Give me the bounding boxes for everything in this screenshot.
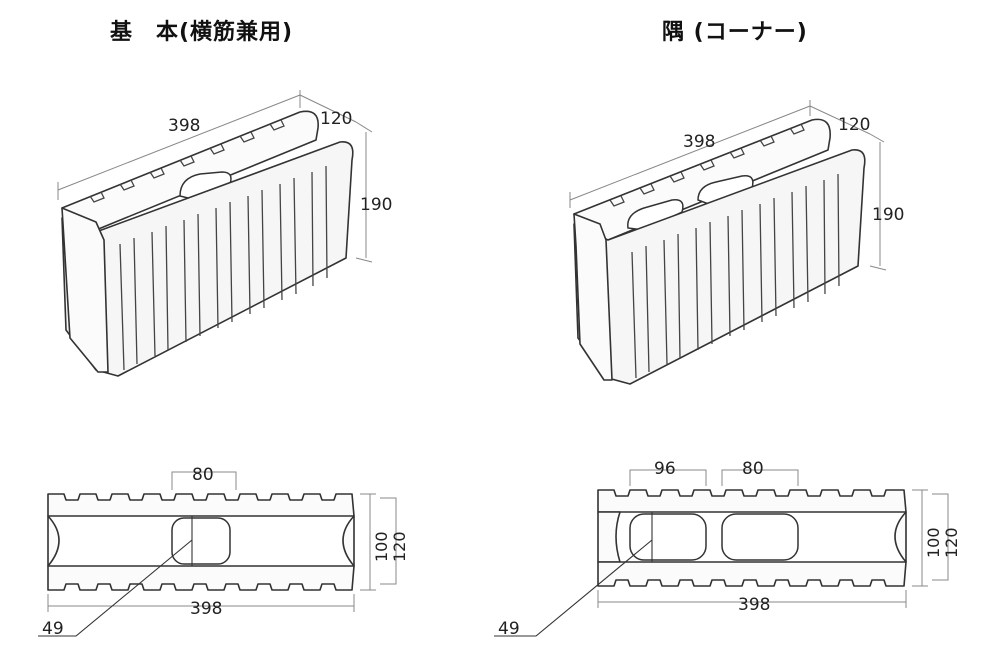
basic-block-plan: 80 398 49 100 120: [38, 465, 409, 639]
basic-block-iso: 398 120 190: [57, 90, 392, 377]
dim-web-gap-label: 80: [742, 459, 764, 479]
dim-line: [380, 497, 397, 585]
dim-line: [57, 94, 301, 191]
corner-block-iso: 398 120 190: [569, 100, 904, 385]
title-basic: 基 本(横筋兼用): [110, 20, 294, 45]
dim-line: [629, 469, 707, 486]
dim-line: [355, 257, 373, 263]
dim-length-label: 398: [190, 599, 222, 619]
plan-left-solid-end: [597, 511, 621, 563]
dim-line: [171, 471, 237, 490]
dim-end-gap-label: 96: [654, 459, 676, 479]
dim-hole-label: 49: [42, 619, 64, 639]
dim-line: [932, 493, 949, 581]
dim-line: [721, 469, 799, 486]
end-opening: [627, 199, 684, 231]
dim-inner-width-label: 100: [924, 527, 943, 558]
corner-block-plan: 96 80 398 49 100 120: [494, 459, 961, 639]
dim-web-gap-label: 80: [192, 465, 214, 485]
plan-end-opening: [629, 513, 707, 561]
back-notches: [609, 123, 805, 207]
dim-height-label: 190: [872, 205, 904, 225]
plan-right-end: [342, 515, 355, 567]
dim-line: [569, 105, 811, 201]
dim-length-label: 398: [168, 116, 200, 136]
dim-width-label: 120: [320, 109, 352, 129]
dim-hole-label: 49: [498, 619, 520, 639]
title-corner: 隅 (コーナー): [662, 20, 808, 45]
web-opening: [697, 175, 754, 207]
dim-height-label: 190: [360, 195, 392, 215]
dim-inner-width-label: 100: [372, 531, 391, 562]
plan-top-shell: [597, 489, 907, 513]
plan-hole-leader: [38, 539, 193, 637]
front-ribs: [631, 173, 840, 379]
dim-outer-width-label: 120: [390, 531, 409, 562]
plan-hole-leader: [494, 539, 653, 637]
dim-line: [299, 94, 357, 123]
dim-line: [355, 121, 373, 133]
plan-bottom-shell: [597, 561, 907, 587]
front-ribs: [119, 165, 328, 371]
plan-web-opening: [171, 517, 231, 565]
dim-length-label: 398: [683, 132, 715, 152]
plan-web-opening: [721, 513, 799, 561]
dim-line: [809, 105, 871, 135]
dim-width-label: 120: [838, 115, 870, 135]
plan-top-shell: [47, 493, 355, 517]
plan-bottom-shell: [47, 565, 355, 591]
dim-length-label: 398: [738, 595, 770, 615]
left-end: [573, 213, 613, 381]
left-end: [61, 207, 109, 373]
plan-left-end: [47, 515, 60, 567]
dim-line: [869, 133, 885, 143]
dim-outer-width-label: 120: [942, 527, 961, 558]
plan-right-end: [894, 511, 907, 563]
back-notches: [89, 119, 285, 203]
dim-line: [869, 265, 887, 271]
